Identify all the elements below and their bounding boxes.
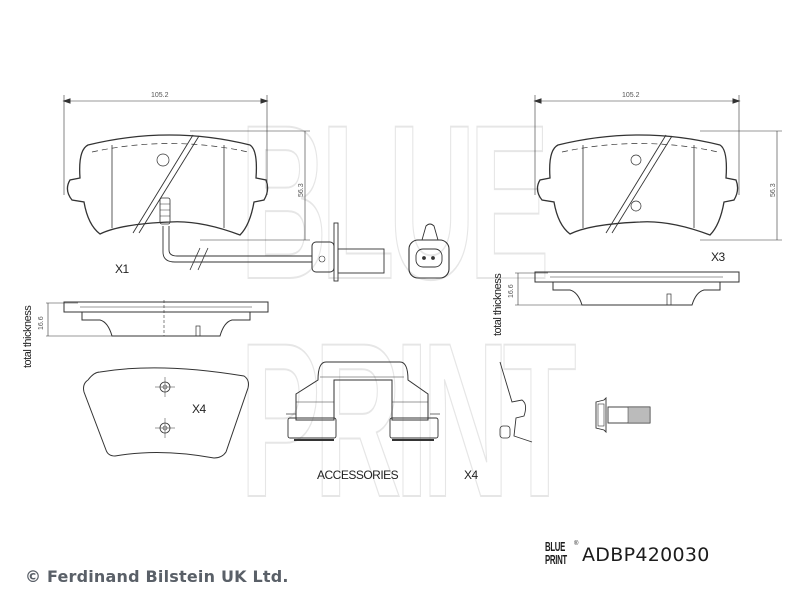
side-view-left-thickness-dim: 16.6 (38, 316, 45, 330)
pad-with-sensor-width-dim: 105.2 (151, 92, 169, 99)
wear-sensor-plug-drawing (311, 222, 450, 282)
blue-print-logo: BLUE PRINT (545, 539, 567, 576)
abutment-clip-drawing (286, 361, 440, 441)
pad-with-sensor-quantity: X1 (115, 262, 129, 276)
pad-plain-width-dim: 105.2 (622, 92, 640, 99)
pad-plain-drawing (533, 95, 782, 241)
side-view-left-thickness-label: total thickness (22, 305, 34, 368)
side-view-left-drawing (46, 300, 269, 337)
accessories-quantity: X4 (464, 468, 478, 482)
accessories-label: ACCESSORIES (317, 468, 399, 482)
shim-quantity: X4 (192, 402, 206, 416)
shim-drawing (83, 367, 249, 459)
copyright-text: © Ferdinand Bilstein UK Ltd. (25, 567, 289, 586)
watermark-blue: BLUE (239, 79, 550, 325)
logo-line-blue: BLUE (545, 539, 566, 554)
pad-with-sensor-height-dim: 56.3 (298, 183, 305, 197)
part-number: ADBP420030 (582, 544, 710, 566)
pad-plain-quantity: X3 (711, 250, 725, 264)
side-view-right-thickness-dim: 16.6 (508, 284, 515, 298)
side-view-right-thickness-label: total thickness (492, 273, 504, 336)
side-view-right-drawing (515, 271, 740, 306)
logo-line-print: PRINT (545, 552, 567, 567)
guide-bolt-drawing (595, 396, 651, 434)
spring-clip-drawing (499, 361, 533, 443)
registered-mark: ® (574, 541, 579, 547)
pad-plain-height-dim: 56.3 (770, 183, 777, 197)
pad-with-sensor-drawing (62, 95, 312, 271)
